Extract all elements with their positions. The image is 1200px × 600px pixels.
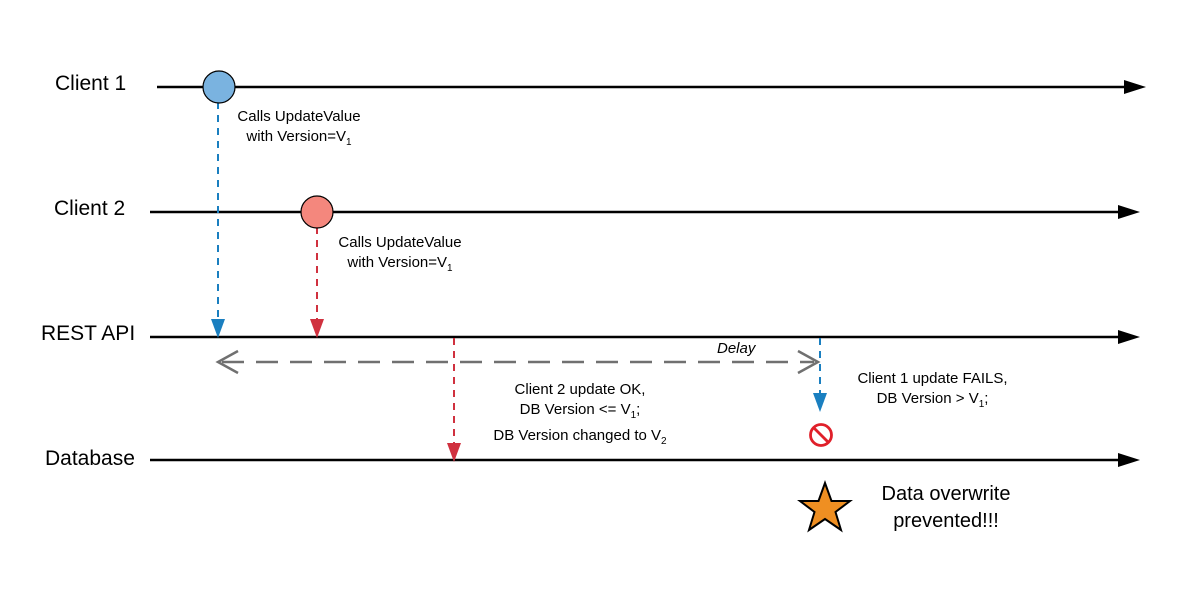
no-entry-icon xyxy=(809,423,833,447)
client2-ok-note-line2: DB Version <= V1; xyxy=(519,401,641,421)
client2-call-arrow xyxy=(310,227,324,338)
result-text: Data overwrite prevented!!! xyxy=(866,481,1026,535)
result-line2: prevented!!! xyxy=(893,510,999,532)
client2-ok-note: Client 2 update OK, DB Version <= V1; DB… xyxy=(475,380,685,452)
client2-db-update-arrow xyxy=(447,338,461,462)
timeline-client1 xyxy=(157,80,1146,94)
client1-db-update-arrow xyxy=(813,338,827,412)
client2-call-note-line2: with Version=V1 xyxy=(347,254,453,274)
client1-call-note: Calls UpdateValue with Version=V1 xyxy=(224,107,374,153)
delay-label: Delay xyxy=(717,340,756,357)
client2-event-circle xyxy=(300,195,334,229)
lane-label-client1: Client 1 xyxy=(55,72,127,95)
client2-call-note-line1: Calls UpdateValue xyxy=(338,234,462,251)
timeline-rest-api xyxy=(150,330,1140,344)
client1-call-arrow xyxy=(211,102,225,338)
timeline-database xyxy=(150,453,1140,467)
client1-fail-note: Client 1 update FAILS, DB Version > V1; xyxy=(840,369,1025,415)
client1-call-note-line2: with Version=V1 xyxy=(246,128,352,148)
client2-ok-note-line3: DB Version changed to V2 xyxy=(493,427,667,447)
client2-call-note: Calls UpdateValue with Version=V1 xyxy=(325,233,475,279)
lane-label-client2: Client 2 xyxy=(54,197,126,220)
client1-event-circle xyxy=(202,70,236,104)
timeline-client2 xyxy=(150,205,1140,219)
result-line1: Data overwrite xyxy=(881,483,1011,505)
client2-ok-note-line1: Client 2 update OK, xyxy=(514,381,646,398)
client1-fail-note-line1: Client 1 update FAILS, xyxy=(857,370,1008,387)
delay-arrow xyxy=(215,349,821,375)
lane-label-rest-api: REST API xyxy=(41,322,136,345)
star-icon xyxy=(797,480,853,533)
lane-label-database: Database xyxy=(45,447,135,470)
client1-fail-note-line2: DB Version > V1; xyxy=(876,390,989,410)
client1-call-note-line1: Calls UpdateValue xyxy=(237,108,361,125)
